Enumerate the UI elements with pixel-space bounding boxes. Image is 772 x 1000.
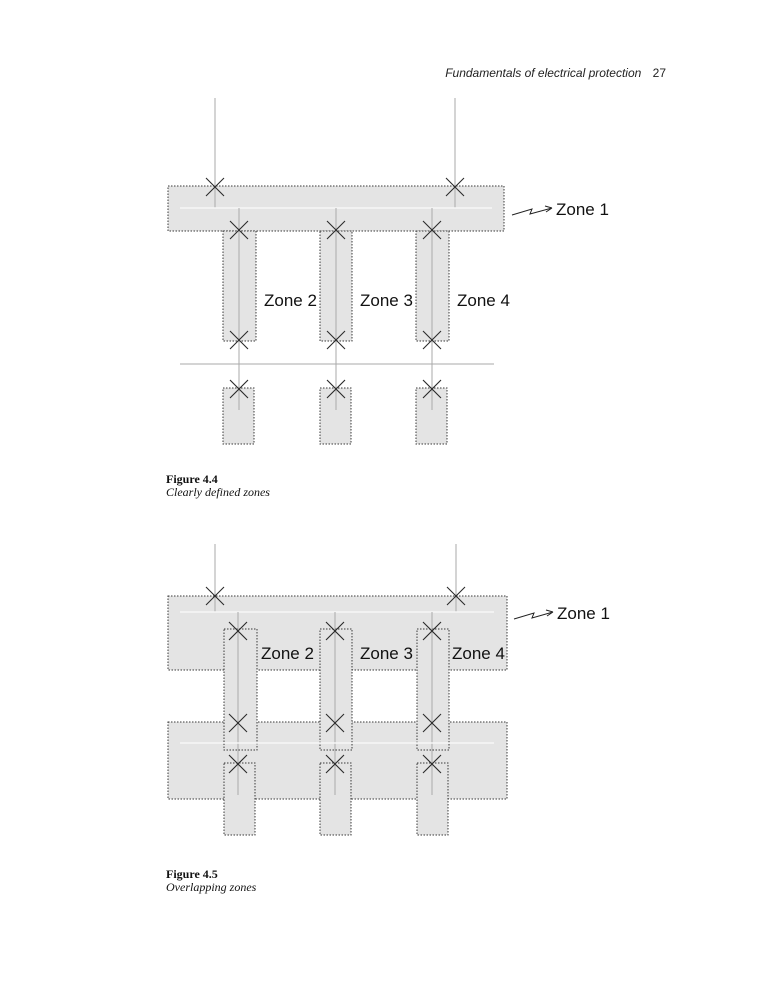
figure-4-4-caption: Figure 4.4 Clearly defined zones [166, 473, 270, 499]
lower-feeder-area-1 [223, 762, 256, 836]
zone-1-pointer-arrow-icon [513, 609, 554, 620]
breaker-icon [422, 621, 442, 641]
zone-2-label: Zone 2 [264, 291, 317, 310]
figure-title: Clearly defined zones [166, 485, 270, 499]
figure-4-5-diagram: Zone 1 Zone 2 Zone 3 Zone 4 [167, 544, 610, 836]
zone-3-label: Zone 3 [360, 644, 413, 663]
figure-number: Figure 4.5 [166, 867, 218, 881]
running-header-title: Fundamentals of electrical protection [445, 66, 642, 80]
breaker-icon [326, 220, 346, 240]
zone-1-pointer-arrow-icon [511, 205, 553, 216]
breaker-icon [325, 713, 345, 733]
breaker-icon [446, 586, 466, 606]
breaker-icon [205, 586, 225, 606]
circuit-breakers [205, 586, 466, 774]
zone-1-label: Zone 1 [557, 604, 610, 623]
zone-2-label: Zone 2 [261, 644, 314, 663]
breaker-icon [229, 220, 249, 240]
zone-areas [167, 595, 508, 836]
figure-title: Overlapping zones [166, 880, 257, 894]
zone-3-label: Zone 3 [360, 291, 413, 310]
figure-4-5-caption: Figure 4.5 Overlapping zones [166, 868, 256, 894]
zone-4-area [416, 628, 450, 751]
conductor-lines [180, 98, 494, 410]
breaker-icon [228, 754, 248, 774]
breaker-icon [228, 621, 248, 641]
breaker-icon [422, 754, 442, 774]
breaker-icon [326, 330, 346, 350]
zone-2-area [223, 628, 258, 751]
circuit-breakers [205, 177, 465, 399]
breaker-icon [228, 713, 248, 733]
breaker-icon [422, 220, 442, 240]
breaker-icon [422, 330, 442, 350]
breaker-icon [326, 379, 346, 399]
zone-4-label: Zone 4 [452, 644, 505, 663]
breaker-icon [325, 621, 345, 641]
zone-1-label: Zone 1 [556, 200, 609, 219]
breaker-icon [325, 754, 345, 774]
zone-3-area [319, 628, 353, 751]
breaker-icon [229, 379, 249, 399]
breaker-icon [422, 713, 442, 733]
figure-number: Figure 4.4 [166, 472, 218, 486]
running-header: Fundamentals of electrical protection 27 [445, 66, 666, 80]
breaker-icon [229, 330, 249, 350]
breaker-icon [205, 177, 225, 197]
breaker-icon [422, 379, 442, 399]
breaker-icon [445, 177, 465, 197]
figure-4-4-diagram: Zone 1 Zone 2 Zone 3 Zone 4 [167, 98, 609, 445]
zone-4-label: Zone 4 [457, 291, 510, 310]
page-number: 27 [652, 66, 666, 80]
